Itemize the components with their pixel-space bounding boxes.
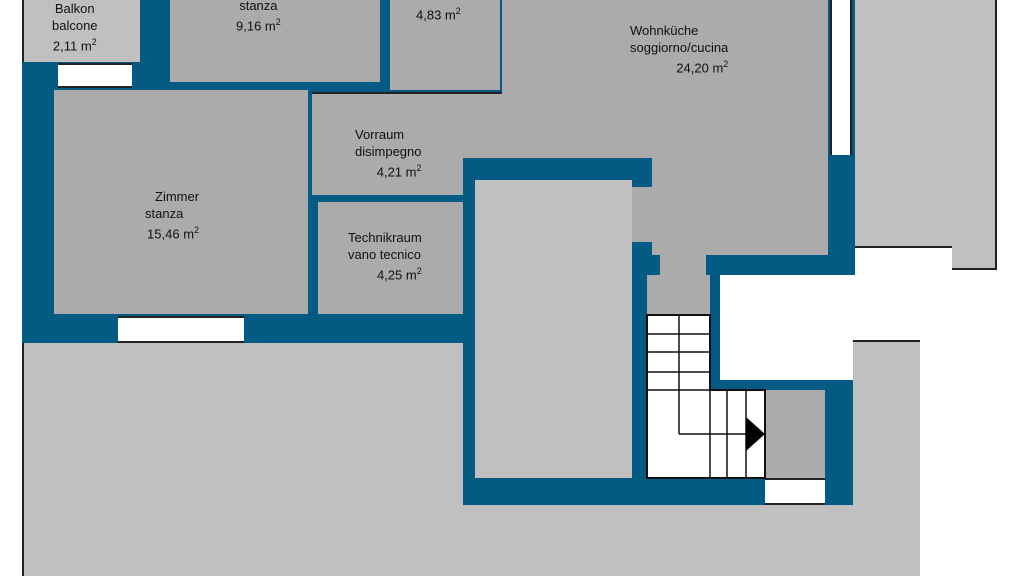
label-wohnkueche: Wohnküche soggiorno/cucina 24,20 m2 <box>630 22 728 76</box>
stair-landing <box>647 275 710 315</box>
room-wohnkueche <box>502 0 828 158</box>
doorway <box>660 255 706 275</box>
label-vorraum: Vorraum disimpegno 4,21 m2 <box>355 126 422 180</box>
stair-niche <box>765 390 825 478</box>
white-yard <box>720 275 853 380</box>
balcony <box>22 0 140 62</box>
room-name-de: Zimmer <box>155 189 200 204</box>
room-area: 4,83 m2 <box>416 6 461 23</box>
label-balcony: Balkon balcone 2,11 m2 <box>52 0 98 54</box>
storage <box>475 180 632 478</box>
room-area: 4,21 m2 <box>376 163 422 180</box>
room-area: 4,25 m2 <box>376 266 422 283</box>
room-area: 15,46 m2 <box>147 225 200 242</box>
label-bagno: 4,83 m2 <box>416 3 461 23</box>
room-name-it: disimpegno <box>355 144 422 159</box>
room-name-de: Wohnküche <box>630 23 699 38</box>
label-zimmer: Zimmer stanza 15,46 m2 <box>145 188 199 242</box>
window <box>118 316 244 343</box>
label-stanza: stanza 9,16 m2 <box>236 0 281 34</box>
room-name-it: soggiorno/cucina <box>630 40 729 55</box>
terrace <box>855 0 997 248</box>
room-name-de: Vorraum <box>355 127 405 142</box>
window <box>58 63 132 88</box>
stair-direction-arrow-icon <box>746 417 765 451</box>
room-stanza <box>170 0 380 82</box>
room-name-de: Balkon <box>54 1 95 16</box>
room-vorraum <box>312 92 502 158</box>
room-vorraum <box>312 158 463 195</box>
terrace-step <box>952 240 997 270</box>
room-zimmer <box>54 90 308 314</box>
room-area: 24,20 m2 <box>676 59 729 76</box>
doorway <box>632 187 652 242</box>
room-technikraum <box>318 202 463 314</box>
label-technikraum: Technikraum vano tecnico 4,25 m2 <box>348 229 422 283</box>
room-wohnkueche <box>652 158 828 255</box>
room-area: 9,16 m2 <box>236 17 281 34</box>
room-name-de: Technikraum <box>348 230 422 245</box>
room-bagno <box>390 0 500 90</box>
room-name-it: balcone <box>52 18 98 33</box>
window <box>830 0 852 155</box>
room-name-it: vano tecnico <box>348 247 421 262</box>
room-name-it: stanza <box>145 206 184 221</box>
room-name-it: stanza <box>239 0 278 13</box>
window <box>765 478 825 505</box>
room-area: 2,11 m2 <box>52 37 97 54</box>
